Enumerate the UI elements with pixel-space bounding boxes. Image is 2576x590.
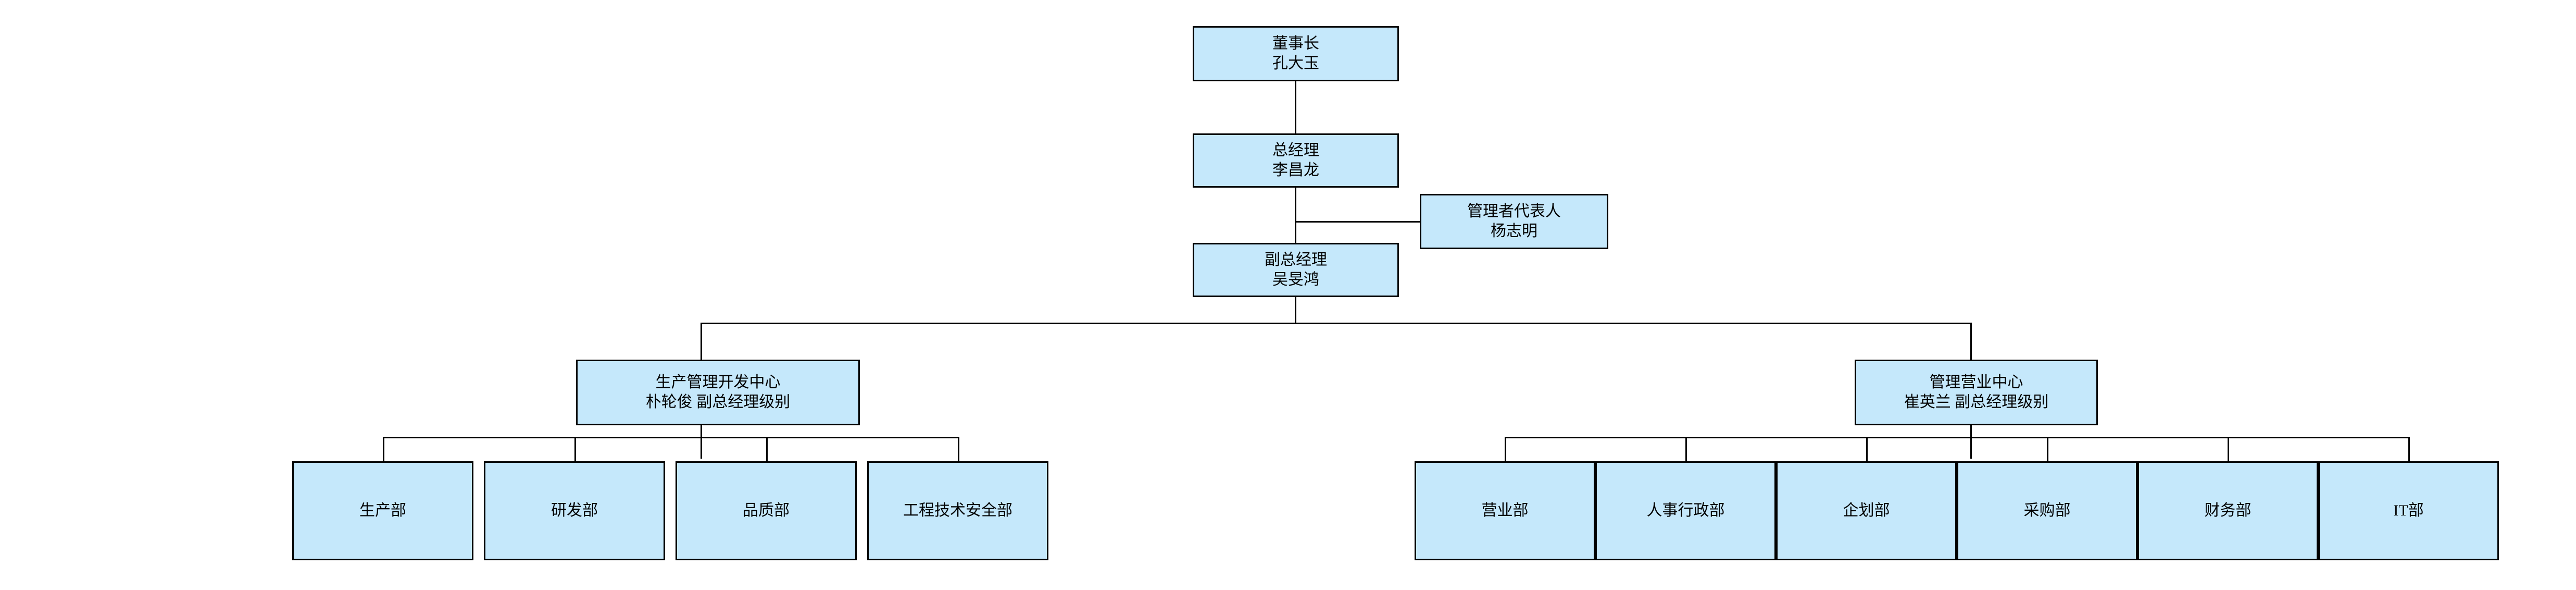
node-department-purchasing[interactable]: 采购部 <box>1957 461 2137 560</box>
node-chairman-name: 孔大玉 <box>1272 55 1319 72</box>
node-department-engineering-safety-label: 工程技术安全部 <box>903 501 1012 519</box>
connector-management-center-drop <box>1970 425 1972 459</box>
node-department-it-label: IT部 <box>2393 501 2424 519</box>
node-department-sales-label: 营业部 <box>1481 501 1529 519</box>
node-general-manager-name: 李昌龙 <box>1272 162 1319 179</box>
node-management-sales-center[interactable]: 管理营业中心 崔英兰 副总经理级别 <box>1855 360 2098 425</box>
node-production-center-title: 生产管理开发中心 <box>655 373 781 391</box>
connector-centers-bus <box>701 323 1972 324</box>
connector-right-dept-2-drop <box>1685 437 1687 462</box>
connector-gm-to-deputy-gm <box>1295 188 1296 243</box>
node-department-quality-label: 品质部 <box>743 501 790 519</box>
connector-right-dept-4-drop <box>2047 437 2048 462</box>
node-department-it[interactable]: IT部 <box>2318 461 2499 560</box>
connector-right-departments-bus <box>1505 437 2408 438</box>
connector-right-dept-1-drop <box>1505 437 1506 462</box>
node-department-sales[interactable]: 营业部 <box>1415 461 1595 560</box>
node-department-research-development[interactable]: 研发部 <box>484 461 665 560</box>
connector-right-dept-5-drop <box>2228 437 2229 462</box>
node-general-manager-title: 总经理 <box>1272 141 1319 159</box>
node-deputy-general-manager-name: 吴旻鸿 <box>1272 271 1319 288</box>
node-management-representative-title: 管理者代表人 <box>1467 202 1561 220</box>
node-production-management-development-center[interactable]: 生产管理开发中心 朴轮俊 副总经理级别 <box>576 360 860 425</box>
node-management-representative[interactable]: 管理者代表人 杨志明 <box>1420 194 1608 249</box>
connector-gm-to-mgmt-rep <box>1295 221 1421 223</box>
node-deputy-general-manager[interactable]: 副总经理 吴旻鸿 <box>1193 243 1399 297</box>
node-department-engineering-safety[interactable]: 工程技术安全部 <box>867 461 1048 560</box>
node-department-hr-administration[interactable]: 人事行政部 <box>1595 461 1776 560</box>
connector-left-departments-bus <box>383 437 958 438</box>
node-chairman[interactable]: 董事长 孔大玉 <box>1193 26 1399 81</box>
node-management-center-title: 管理营业中心 <box>1929 373 2023 391</box>
node-department-quality[interactable]: 品质部 <box>676 461 857 560</box>
connector-deputy-gm-drop <box>1295 297 1296 324</box>
node-department-hr-administration-label: 人事行政部 <box>1646 501 1725 519</box>
connector-right-dept-3-drop <box>1866 437 1868 462</box>
node-management-center-name: 崔英兰 副总经理级别 <box>1904 394 2049 411</box>
node-department-production[interactable]: 生产部 <box>292 461 473 560</box>
node-department-finance-label: 财务部 <box>2204 501 2252 519</box>
node-department-production-label: 生产部 <box>359 501 406 519</box>
connector-left-dept-4-drop <box>958 437 959 462</box>
node-department-purchasing-label: 采购部 <box>2023 501 2071 519</box>
node-department-planning[interactable]: 企划部 <box>1776 461 1957 560</box>
connector-chairman-to-gm <box>1295 81 1296 133</box>
node-chairman-title: 董事长 <box>1272 34 1319 52</box>
node-production-center-name: 朴轮俊 副总经理级别 <box>645 394 791 411</box>
node-management-representative-name: 杨志明 <box>1491 223 1537 240</box>
connector-bus-to-production-center <box>701 323 702 360</box>
connector-production-center-drop <box>701 425 702 459</box>
node-general-manager[interactable]: 总经理 李昌龙 <box>1193 133 1399 188</box>
node-department-research-development-label: 研发部 <box>551 501 598 519</box>
connector-left-dept-2-drop <box>574 437 576 462</box>
connector-right-dept-6-drop <box>2408 437 2410 462</box>
connector-bus-to-management-center <box>1970 323 1972 360</box>
node-department-planning-label: 企划部 <box>1843 501 1890 519</box>
connector-left-dept-1-drop <box>383 437 384 462</box>
connector-left-dept-3-drop <box>766 437 768 462</box>
node-department-finance[interactable]: 财务部 <box>2137 461 2318 560</box>
node-deputy-general-manager-title: 副总经理 <box>1265 251 1327 268</box>
